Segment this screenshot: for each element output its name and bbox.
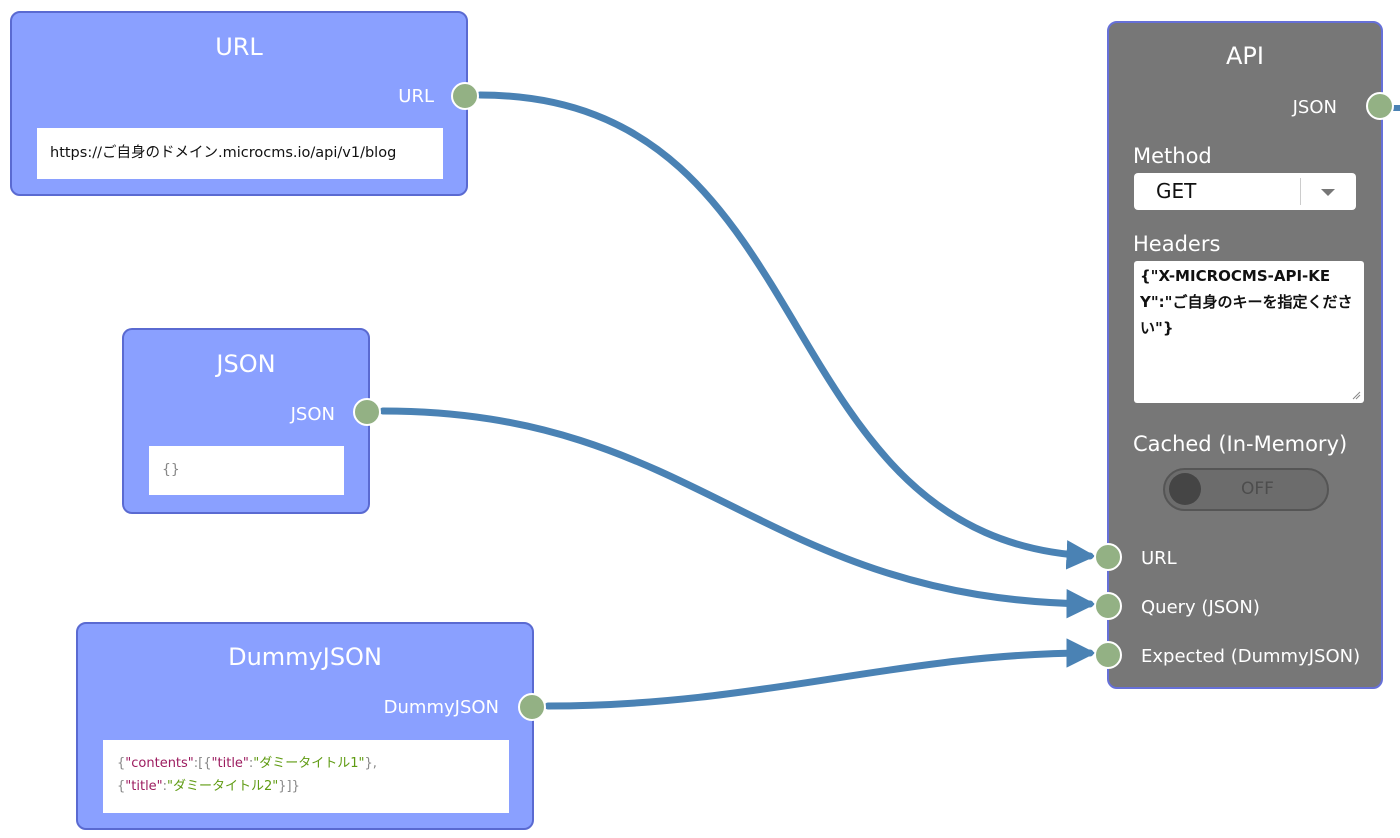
json-node[interactable]: JSON JSON {} — [122, 328, 370, 514]
method-selected-value: GET — [1156, 179, 1197, 203]
json-punct: }, — [364, 756, 377, 771]
api-input-label-query: Query (JSON) — [1141, 597, 1260, 618]
json-node-title: JSON — [216, 350, 276, 378]
method-select[interactable]: GET — [1134, 173, 1356, 210]
url-output-label: URL — [398, 86, 434, 107]
cached-label: Cached (In-Memory) — [1133, 432, 1348, 456]
url-output-port[interactable] — [451, 82, 479, 110]
wire-dummy-to-api-expected[interactable] — [544, 638, 1096, 710]
url-node-title: URL — [215, 33, 263, 61]
json-punct: : — [248, 756, 254, 771]
select-divider — [1300, 178, 1301, 205]
caret-down-icon[interactable] — [1321, 189, 1335, 197]
wire-json-to-api-query[interactable] — [379, 407, 1096, 619]
json-output-port[interactable] — [353, 398, 381, 426]
api-input-label-expected: Expected (DummyJSON) — [1141, 646, 1361, 667]
json-value-field[interactable]: {} — [149, 446, 344, 495]
json-punct: }]} — [278, 779, 300, 794]
headers-textarea[interactable]: {"X-MICROCMS-API-KEY":"ご自身のキーを指定ください"} — [1134, 261, 1364, 403]
json-punct: { — [117, 756, 126, 771]
api-output-port[interactable] — [1366, 92, 1394, 120]
dummyjson-node-title: DummyJSON — [228, 643, 382, 671]
json-key: "title" — [211, 756, 249, 771]
api-input-port-url[interactable] — [1094, 543, 1122, 571]
toggle-knob — [1169, 473, 1201, 505]
method-label: Method — [1133, 144, 1212, 168]
api-node-title: API — [1226, 42, 1264, 70]
cached-toggle-state: OFF — [1241, 479, 1274, 499]
api-output-label: JSON — [1292, 97, 1337, 118]
json-string: "ダミータイトル1" — [253, 756, 365, 771]
api-input-label-url: URL — [1141, 548, 1177, 569]
json-string: "ダミータイトル2" — [167, 779, 279, 794]
api-node[interactable]: API JSON Method GET Headers {"X-MICROCMS… — [1107, 21, 1383, 689]
json-key: "contents" — [125, 756, 194, 771]
dummyjson-node[interactable]: DummyJSON DummyJSON {"contents":[{"title… — [76, 622, 534, 830]
url-value-field[interactable]: https://ご自身のドメイン.microcms.io/api/v1/blog — [37, 128, 443, 179]
json-punct: :[{ — [193, 756, 212, 771]
dummyjson-output-label: DummyJSON — [383, 697, 499, 718]
cached-toggle[interactable]: OFF — [1163, 468, 1329, 511]
url-node[interactable]: URL URL https://ご自身のドメイン.microcms.io/api… — [10, 11, 468, 196]
resize-handle-icon[interactable] — [1352, 391, 1361, 400]
headers-label: Headers — [1133, 232, 1221, 256]
json-key: "title" — [125, 779, 163, 794]
dummyjson-value-field[interactable]: {"contents":[{"title":"ダミータイトル1"}, {"tit… — [103, 740, 509, 813]
dummyjson-output-port[interactable] — [518, 693, 546, 721]
api-input-port-query[interactable] — [1094, 592, 1122, 620]
json-punct: { — [117, 779, 126, 794]
api-input-port-expected[interactable] — [1094, 641, 1122, 669]
json-punct: : — [162, 779, 168, 794]
wire-url-to-api-url[interactable] — [476, 91, 1096, 570]
json-output-label: JSON — [290, 404, 335, 425]
